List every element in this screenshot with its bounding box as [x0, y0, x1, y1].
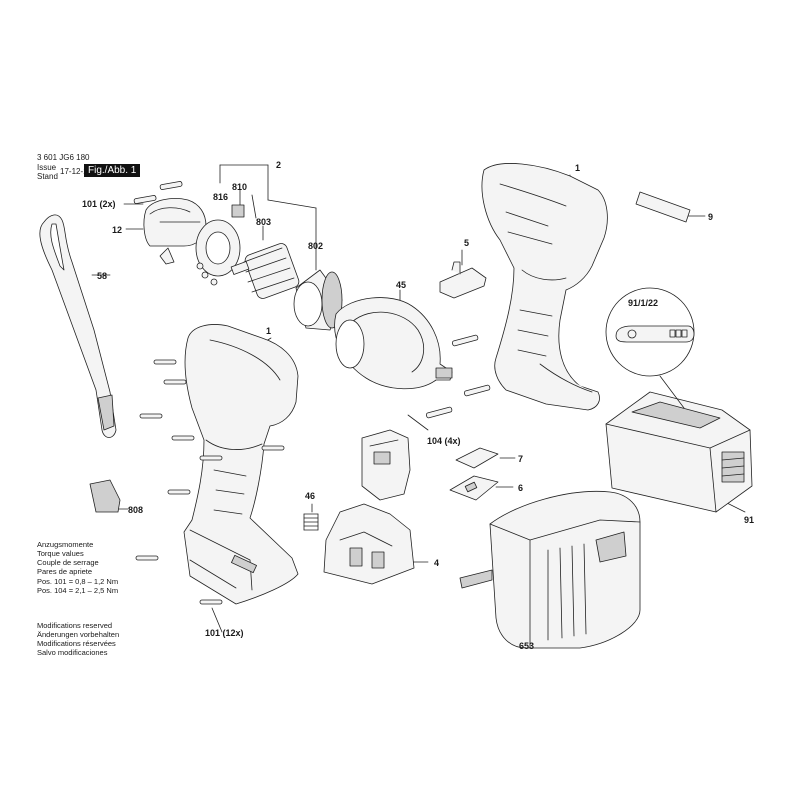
strap-58 — [39, 214, 117, 438]
label-6: 6 — [518, 483, 524, 493]
screws-101-2x — [133, 181, 183, 204]
label-5: 5 — [464, 238, 470, 248]
housing-half-left — [183, 324, 299, 605]
label-9: 9 — [708, 212, 714, 222]
label-58: 58 — [97, 271, 108, 281]
armature — [230, 243, 300, 299]
label-104-4x: 104 (4x) — [427, 436, 461, 446]
issue-label: Issue — [37, 163, 57, 172]
label-46: 46 — [305, 491, 316, 501]
label-91-1-22: 91/1/22 — [628, 298, 659, 308]
torque-pos-104: Pos. 104 = 2,1 – 2,5 Nm — [37, 586, 119, 595]
brush-plate-803 — [195, 204, 245, 286]
screws-101-12x — [135, 359, 285, 605]
label-816: 816 — [213, 192, 229, 202]
label-91: 91 — [744, 515, 755, 525]
torque-title-de: Anzugsmomente — [37, 540, 94, 549]
label-653: 653 — [519, 641, 535, 651]
label-strip-9 — [635, 191, 691, 223]
switch-plate-6 — [449, 475, 499, 501]
label-101-12x: 101 (12x) — [205, 628, 244, 638]
label-101-2x: 101 (2x) — [82, 199, 116, 209]
spring-46 — [303, 513, 319, 531]
modifications-de: Änderungen vorbehalten — [37, 630, 120, 639]
figure-tag: Fig./Abb. 1 — [84, 164, 141, 177]
label-45: 45 — [396, 280, 407, 290]
clip-5 — [439, 261, 487, 299]
label-802: 802 — [308, 241, 324, 251]
label-803: 803 — [256, 217, 272, 227]
pad-808 — [89, 479, 121, 513]
torque-title-en: Torque values — [37, 549, 84, 558]
modifications-es: Salvo modificaciones — [37, 648, 108, 657]
torque-title-fr: Couple de serrage — [37, 558, 99, 567]
modifications-fr: Modifications réservées — [37, 639, 116, 648]
gear-housing-45 — [334, 297, 453, 390]
stand-label: Stand — [37, 172, 58, 181]
label-2: 2 — [276, 160, 282, 170]
label-808: 808 — [128, 505, 144, 515]
label-1-top: 1 — [575, 163, 581, 173]
label-1-left: 1 — [266, 326, 272, 336]
label-12: 12 — [112, 225, 123, 235]
switch-assembly — [323, 429, 415, 585]
switch-cover-7 — [455, 447, 499, 469]
housing-half-right — [481, 163, 608, 411]
document-number: 3 601 JG6 180 — [37, 153, 90, 162]
label-810: 810 — [232, 182, 248, 192]
torque-title-es: Pares de apriete — [37, 567, 93, 576]
issue-date: 17-12-13 — [60, 167, 93, 176]
screws-104 — [425, 334, 491, 419]
battery-91 — [605, 391, 753, 513]
motor-cap-12 — [143, 198, 207, 265]
label-7: 7 — [518, 454, 524, 464]
torque-pos-101: Pos. 101 = 0,8 – 1,2 Nm — [37, 577, 119, 586]
magnet-ring-802 — [293, 269, 343, 331]
modifications-en: Modifications reserved — [37, 621, 113, 630]
battery-label-callout — [605, 287, 695, 409]
label-4: 4 — [434, 558, 440, 568]
charger-653 — [459, 491, 641, 649]
